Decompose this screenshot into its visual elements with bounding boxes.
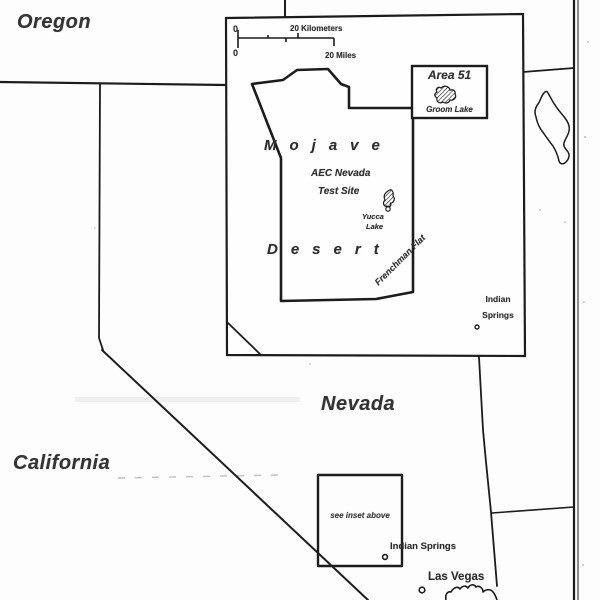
scale-zero-mi-label: 0 xyxy=(233,48,239,58)
yucca-lake-label-line2: Lake xyxy=(366,222,384,231)
groom-lake-shape xyxy=(434,85,457,104)
oregon-border-east-segment xyxy=(522,67,575,73)
scale-bar xyxy=(237,30,335,48)
faint-dashed-line xyxy=(117,474,279,479)
nevada-label: Nevada xyxy=(321,393,396,415)
scale-zero-km-label: 0 xyxy=(233,24,239,34)
indian-springs-marker-dot xyxy=(381,553,389,561)
arizona-border-line xyxy=(491,506,575,514)
yucca-lake-shape xyxy=(382,189,395,208)
see-inset-reference-box xyxy=(316,473,404,568)
indian-springs-inset-label-line2: Springs xyxy=(482,310,514,320)
inset-map xyxy=(224,12,527,358)
california-nevada-border-diagonal xyxy=(101,349,369,600)
yucca-lake-label-line1: Yucca xyxy=(362,212,384,221)
lake-outline-right-edge xyxy=(534,90,570,165)
scale-km-label: 20 Kilometers xyxy=(290,24,343,33)
aec-test-site-label-line2: Test Site xyxy=(318,186,360,197)
mojave-label: Mojave xyxy=(264,137,393,154)
oregon-nevada-border-west xyxy=(0,80,228,87)
state-borders xyxy=(0,0,579,600)
yucca-lake-tail-dot xyxy=(385,206,391,212)
indian-springs-inset-marker-dot xyxy=(474,324,480,330)
las-vegas-city-outline xyxy=(444,584,498,600)
las-vegas-marker-dot xyxy=(418,586,426,594)
area51-label: Area 51 xyxy=(427,68,472,82)
las-vegas-label: Las Vegas xyxy=(428,571,485,583)
inset-ca-nv-diagonal xyxy=(226,321,262,356)
groom-lake-label: Groom Lake xyxy=(426,105,473,114)
indian-springs-inset-label-line1: Indian xyxy=(485,294,511,304)
see-inset-note: see inset above xyxy=(330,511,390,520)
oregon-label: Oregon xyxy=(17,11,92,33)
scale-miles-label: 20 Miles xyxy=(325,51,357,60)
aec-test-site-label-line1: AEC Nevada xyxy=(311,168,371,179)
nevada-east-border xyxy=(478,356,498,587)
test-site-boundary xyxy=(250,67,415,303)
desert-label: Desert xyxy=(267,241,392,258)
california-label: California xyxy=(13,452,111,474)
california-nevada-border-vertical xyxy=(98,83,104,351)
scan-smudge-band xyxy=(75,397,300,402)
indian-springs-label: Indian Springs xyxy=(390,541,456,552)
